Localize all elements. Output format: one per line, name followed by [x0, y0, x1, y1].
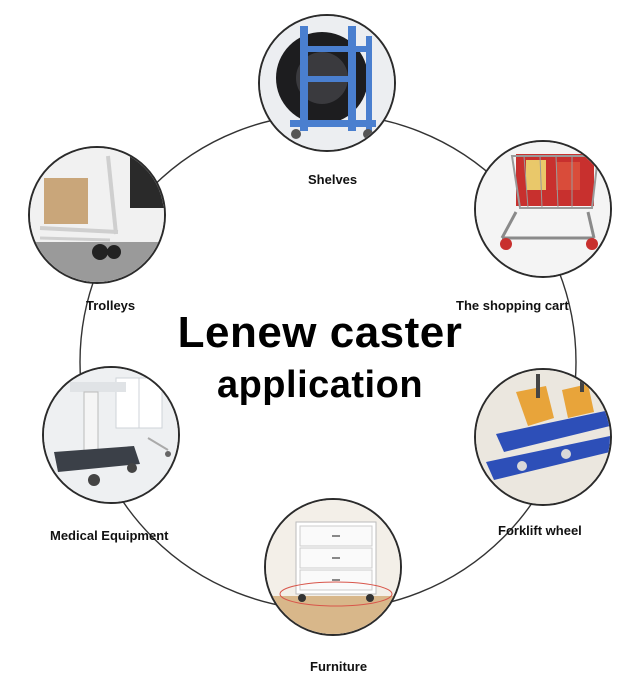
forklift-wheel-photo	[474, 368, 612, 506]
label-trolleys: Trolleys	[86, 298, 136, 313]
title-line-2: application	[216, 364, 424, 406]
label-shopping-cart: The shopping cart	[456, 298, 569, 313]
label-furniture: Furniture	[310, 659, 368, 674]
furniture-photo	[264, 498, 402, 636]
label-shelves: Shelves	[308, 172, 358, 187]
trolleys-photo	[28, 146, 166, 284]
shelves-photo	[258, 14, 396, 152]
shopping-cart-photo	[474, 140, 612, 278]
title-line-1: Lenew caster	[177, 308, 463, 357]
label-medical-equipment: Medical Equipment	[50, 528, 169, 543]
label-forklift-wheel: Forklift wheel	[498, 523, 582, 538]
medical-equipment-photo	[42, 366, 180, 504]
